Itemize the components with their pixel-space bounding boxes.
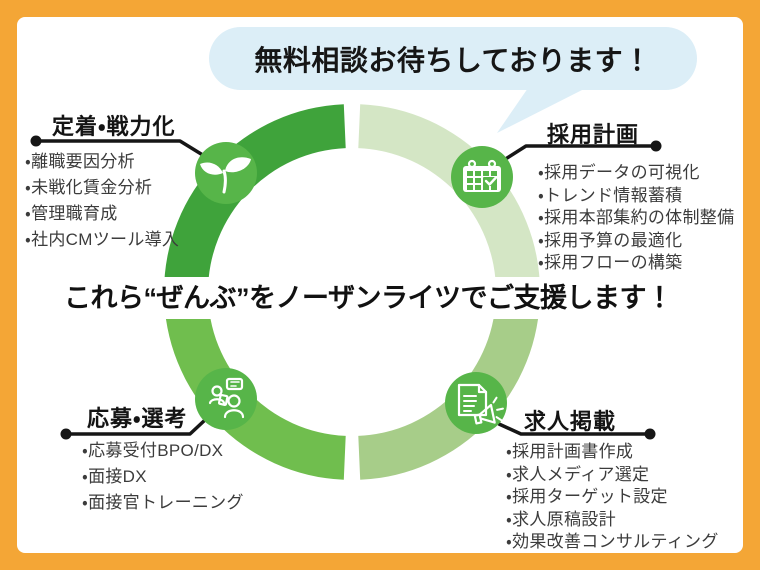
ring-quadrant-top-right <box>358 104 540 292</box>
list-item: ・社内CMツール導入 <box>25 230 180 249</box>
list-item: ・求人原稿設計 <box>506 509 616 529</box>
speech-bubble-tail <box>497 88 586 133</box>
list-item: ・トレンド情報蓄積 <box>538 185 683 205</box>
ring-quadrant-bottom-left <box>164 292 346 480</box>
section-title-oubo-senkou: 応募・選考 <box>87 406 188 431</box>
section-list-teichaku: ・離職要因分析 ・未戦化賃金分析 ・管理職育成 ・社内CMツール導入 <box>25 149 179 253</box>
list-item: ・採用データの可視化 <box>538 163 700 182</box>
section-list-oubo-senkou: ・応募受付BPO/DX ・面接DX ・面接官トレーニング <box>82 438 244 516</box>
section-list-kyuujin-keisai: ・採用計画書作成 ・求人メディア選定 ・採用ターゲット設定 ・求人原稿設計 ・効… <box>506 441 719 554</box>
speech-bubble: 無料相談お待ちしております！ <box>209 27 697 90</box>
list-item: ・採用ターゲット設定 <box>506 487 668 506</box>
leader-dot-teichaku <box>30 135 42 147</box>
center-band <box>17 277 743 319</box>
leader-dot-saiyou <box>650 140 662 152</box>
list-item: ・採用フローの構築 <box>538 253 683 272</box>
ring-quadrant-bottom-right <box>358 292 540 480</box>
leader-line-teichaku <box>34 139 208 159</box>
ring-quadrant-top-left <box>164 104 346 292</box>
list-item: ・効果改善コンサルティング <box>506 532 719 551</box>
leader-line-kyuujin <box>497 422 652 436</box>
list-item: ・面接DX <box>82 467 147 486</box>
leader-line-oubo <box>64 418 207 436</box>
calendar-icon <box>451 146 513 208</box>
list-item: ・未戦化賃金分析 <box>25 178 153 197</box>
list-item: ・面接官トレーニング <box>82 493 244 512</box>
center-message: これら“ぜんぶ”をノーザンライツでご支援します！ <box>64 283 673 313</box>
leader-dot-oubo <box>60 428 72 440</box>
section-title-kyuujin-keisai: 求人掲載 <box>524 409 617 434</box>
seedling-icon <box>195 142 257 204</box>
list-item: ・採用本部集約の体制整備 <box>538 208 735 227</box>
list-item: ・管理職育成 <box>25 204 118 223</box>
speech-bubble-text: 無料相談お待ちしております！ <box>254 44 652 76</box>
list-item: ・求人メディア選定 <box>506 464 650 484</box>
section-list-saiyou-keikaku: ・採用データの可視化 ・トレンド情報蓄積 ・採用本部集約の体制整備 ・採用予算の… <box>538 162 734 275</box>
list-item: ・応募受付BPO/DX <box>82 441 224 460</box>
section-title-saiyou-keikaku: 採用計画 <box>547 122 640 147</box>
list-item: ・採用予算の最適化 <box>538 230 683 250</box>
leader-dot-kyuujin <box>644 428 656 440</box>
list-item: ・離職要因分析 <box>25 152 135 171</box>
section-title-teichaku: 定着・戦力化 <box>52 114 176 139</box>
list-item: ・採用計画書作成 <box>506 442 634 461</box>
leader-line-saiyou <box>502 144 658 162</box>
interview-icon <box>195 368 257 430</box>
document-megaphone-icon <box>445 372 507 434</box>
